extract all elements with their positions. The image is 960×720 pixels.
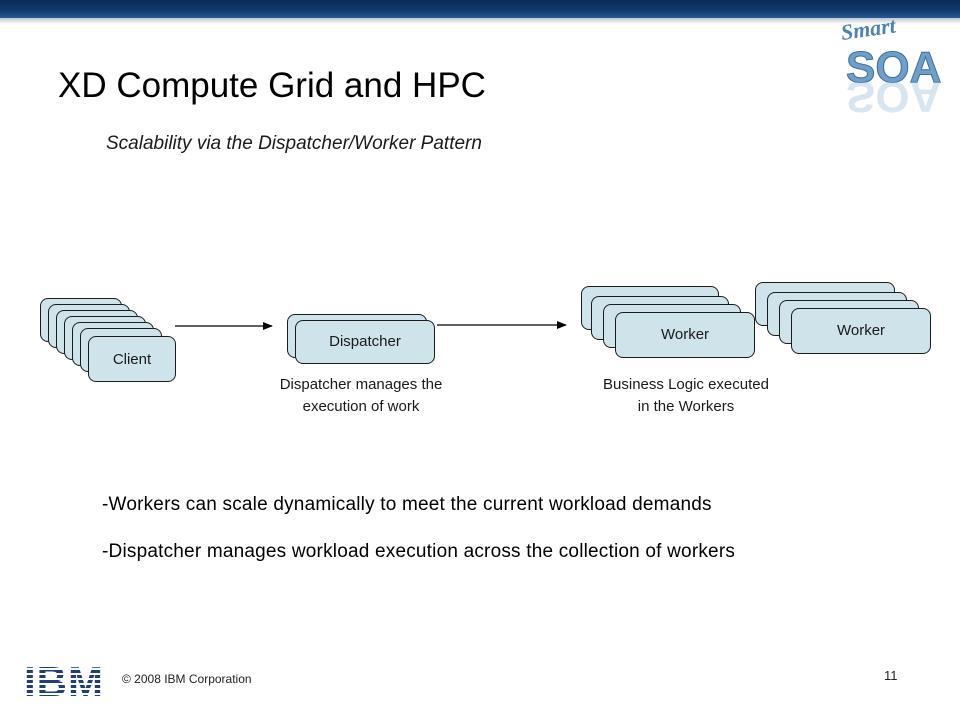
ibm-logo: IBM: [24, 660, 104, 702]
soa-text: SOA: [846, 43, 941, 92]
top-banner: [0, 0, 960, 18]
dispatcher-caption-line-2: execution of work: [302, 398, 420, 415]
bullet-workers-scale: -Workers can scale dynamically to meet t…: [102, 494, 712, 515]
dispatcher-box: Dispatcher: [295, 320, 435, 364]
ibm-logo-text: IBM: [24, 660, 104, 702]
page-number: 11: [884, 668, 898, 683]
client-box: Client: [88, 336, 176, 382]
dispatcher-label: Dispatcher: [329, 333, 401, 350]
client-label: Client: [112, 351, 152, 368]
smart-soa-logo: Smart SOA SOA: [839, 12, 942, 121]
worker-2-box: Worker: [791, 308, 931, 354]
worker-1-label: Worker: [660, 326, 710, 343]
bullet-dispatcher-manages: -Dispatcher manages workload execution a…: [102, 541, 736, 562]
workers-caption-line-1: Business Logic executed: [603, 376, 769, 393]
slide-title: XD Compute Grid and HPC: [58, 66, 486, 105]
worker-2-label: Worker: [836, 322, 886, 339]
slide-subtitle: Scalability via the Dispatcher/Worker Pa…: [106, 133, 482, 154]
copyright-text: © 2008 IBM Corporation: [122, 672, 252, 686]
workers-caption: Business Logic executed in the Workers: [571, 374, 801, 418]
worker-1-box: Worker: [615, 312, 755, 358]
dispatcher-caption: Dispatcher manages the execution of work: [246, 374, 476, 418]
dispatcher-caption-line-1: Dispatcher manages the: [279, 376, 443, 393]
soa-reflection-text: SOA: [846, 72, 941, 121]
top-banner-shadow: [0, 18, 960, 24]
workers-caption-line-2: in the Workers: [637, 398, 735, 415]
